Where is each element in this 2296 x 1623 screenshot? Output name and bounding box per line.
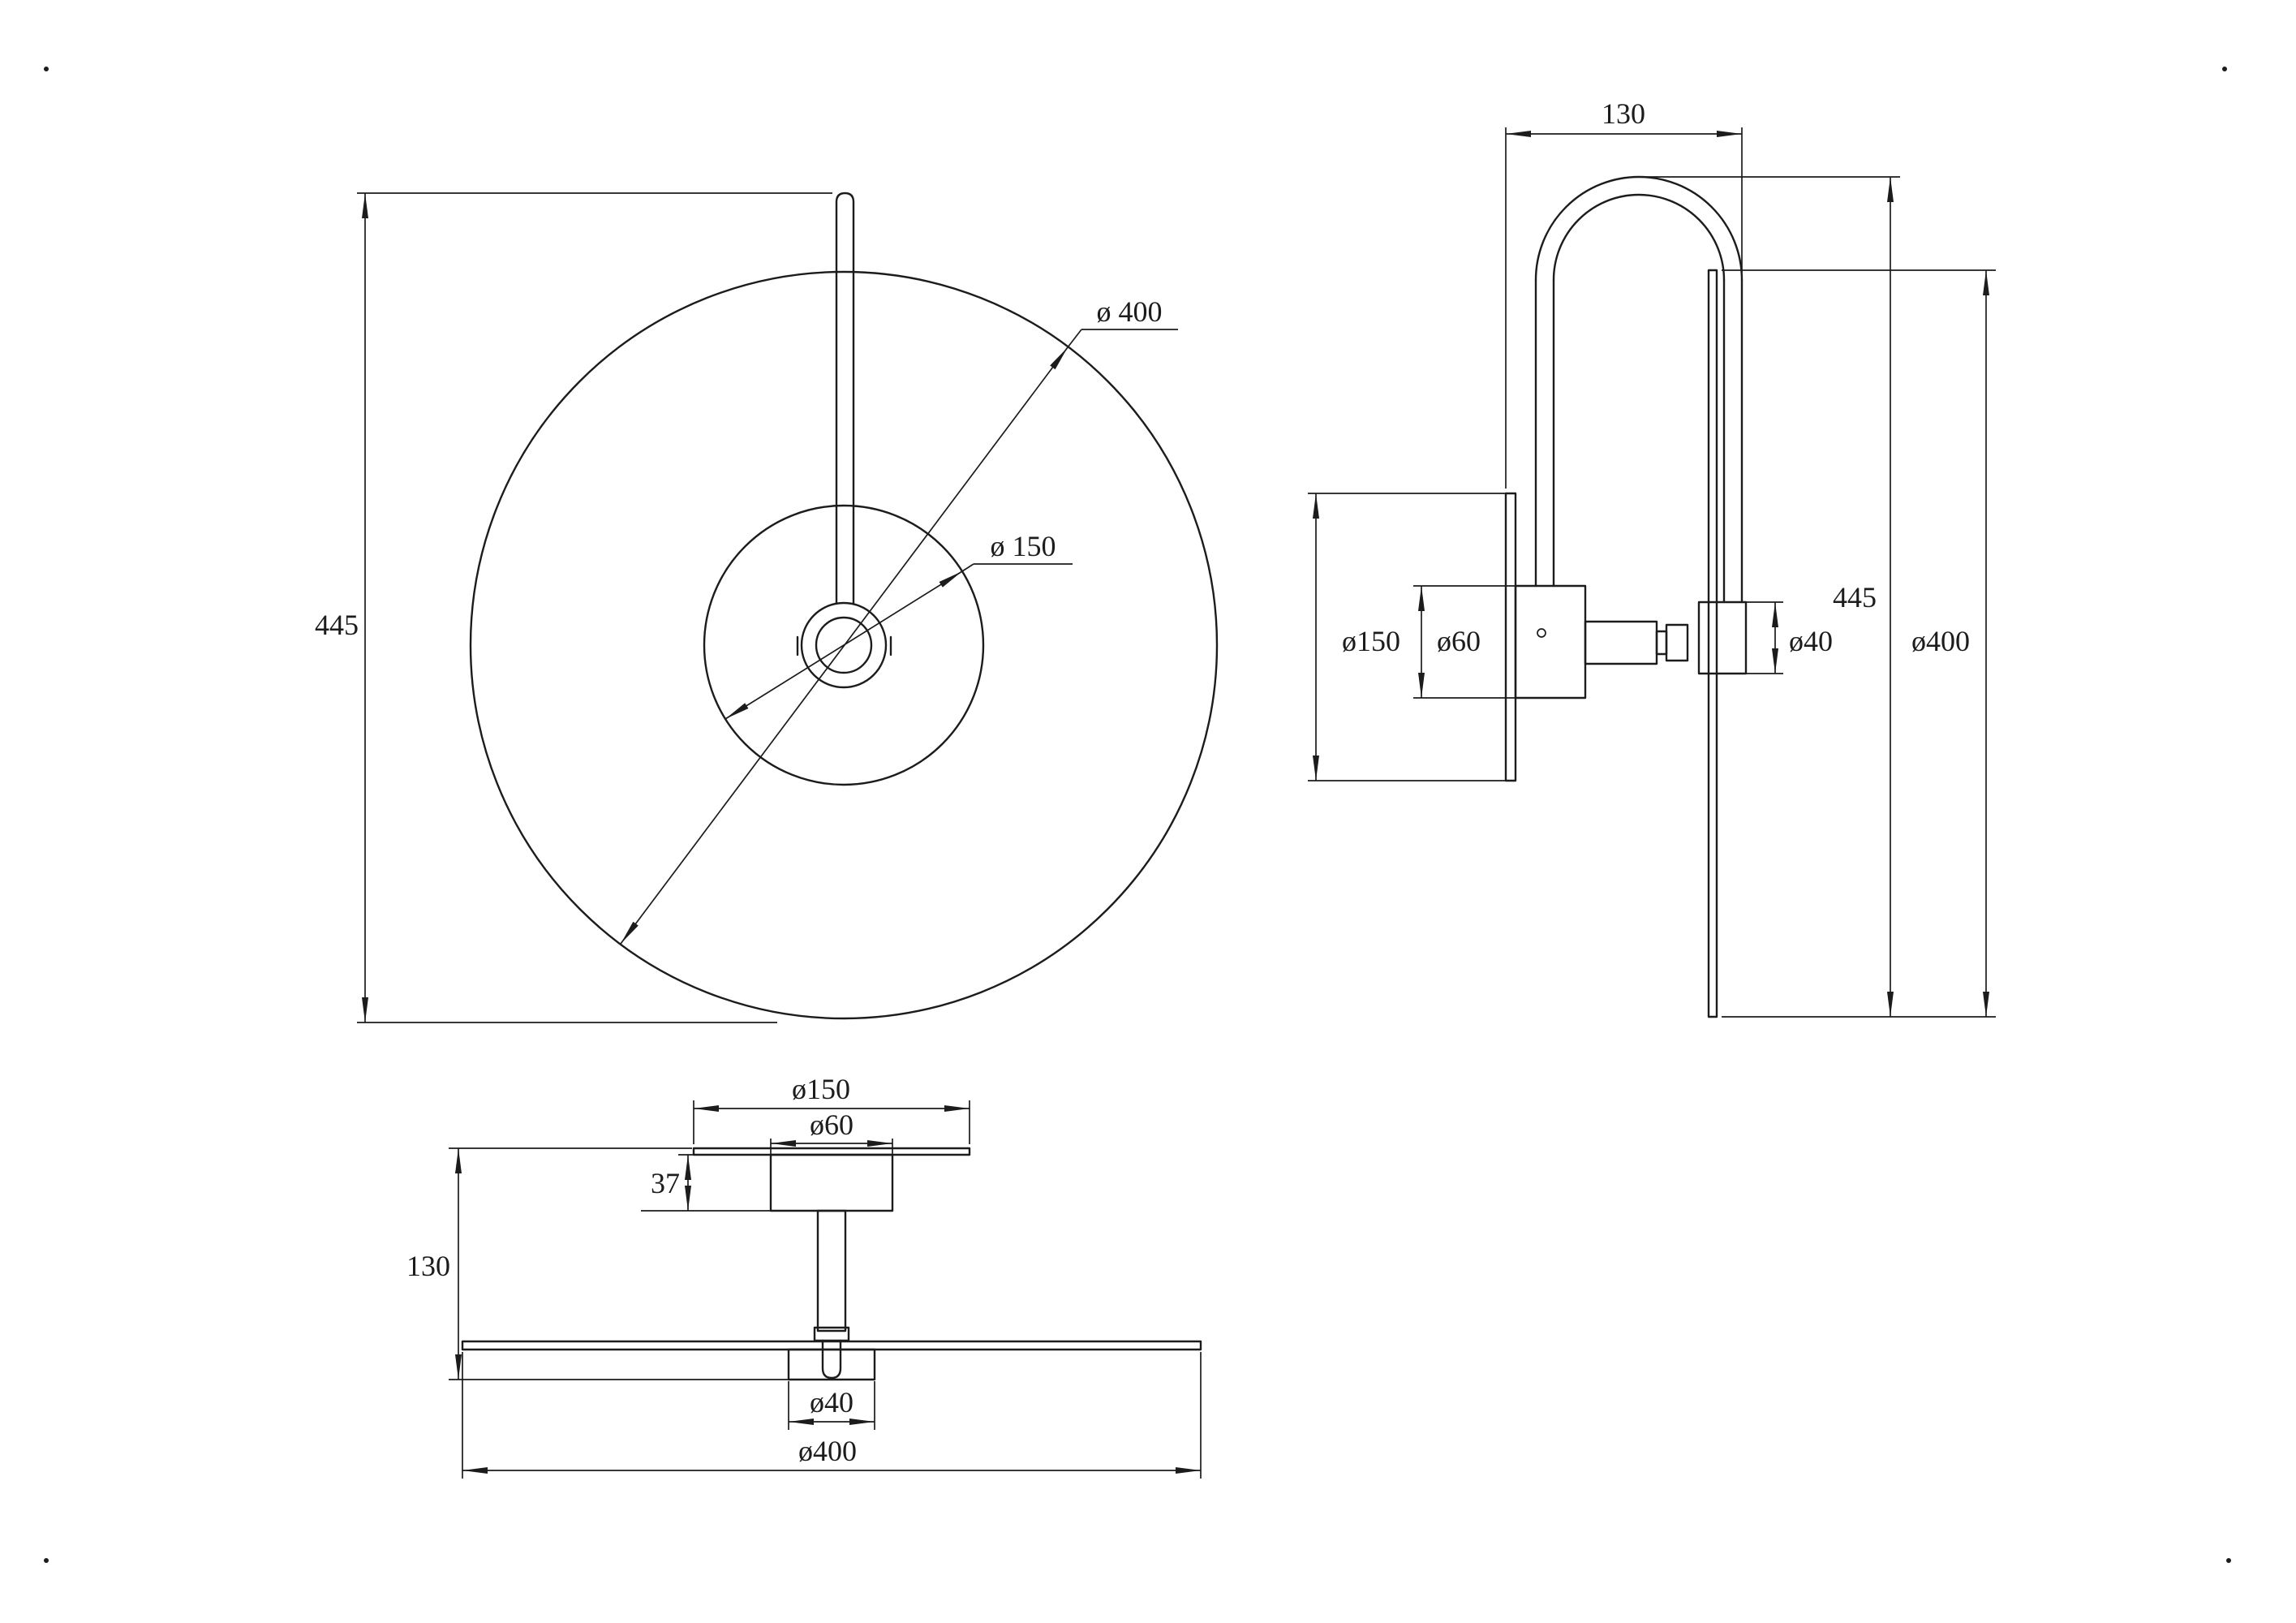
top-dim-stem: ø40: [788, 1381, 875, 1430]
side-dim-height: 445: [1645, 176, 1900, 1017]
dim-label-side-height: 445: [1833, 581, 1877, 613]
top-view: ø150 ø60 37 130 ø40: [406, 1073, 1202, 1479]
side-dim-plate: ø150: [1308, 493, 1509, 781]
front-dim-inner-diameter: ø 150: [724, 530, 1073, 720]
top-dim-hub-depth: 37: [641, 1154, 772, 1212]
side-hub-screw: [1537, 628, 1546, 638]
top-dim-plate: ø150: [693, 1073, 970, 1144]
side-nut: [1665, 623, 1689, 662]
front-disc-outline: [469, 270, 1219, 1020]
side-dim-disc: ø400: [1722, 269, 1996, 1018]
dim-label-side-depth: 130: [1602, 97, 1645, 130]
dim-label-top-disc: ø400: [798, 1435, 857, 1467]
side-disc-edge: [1707, 269, 1718, 1018]
front-view: 445 ø 400 ø 150: [315, 192, 1219, 1023]
side-arm-arc-outer: [1534, 175, 1743, 282]
dim-label-top-stem: ø40: [810, 1386, 853, 1419]
front-stem: [835, 192, 855, 605]
top-stem-cap: [821, 1339, 842, 1380]
dim-label-front-outer: ø 400: [1097, 295, 1163, 328]
dim-label-top-plate: ø150: [792, 1073, 850, 1105]
side-dim-stem: ø40: [1746, 601, 1833, 674]
dim-label-front-inner: ø 150: [991, 530, 1056, 562]
side-view: 130 ø150 ø60 ø40 445: [1308, 97, 1996, 1018]
dim-label-top-hub-depth: 37: [651, 1167, 680, 1199]
registration-marks: [44, 67, 2231, 1563]
top-dim-projection: 130: [406, 1147, 823, 1380]
side-dim-depth: 130: [1505, 97, 1743, 489]
dim-label-side-stem: ø40: [1789, 625, 1833, 657]
dim-label-side-plate: ø150: [1342, 625, 1400, 657]
side-dim-hub: ø60: [1413, 585, 1516, 699]
dim-label-front-height: 445: [315, 609, 359, 641]
top-dim-hub: ø60: [770, 1109, 893, 1155]
dim-label-top-projection: 130: [406, 1250, 450, 1282]
top-stem-flange: [813, 1326, 850, 1342]
dim-label-side-hub: ø60: [1437, 625, 1481, 657]
front-dim-height: 445: [315, 192, 832, 1023]
side-disc-mount-block: [1697, 601, 1748, 675]
top-knurled-stem: [816, 1209, 847, 1332]
dim-label-top-hub: ø60: [810, 1109, 853, 1141]
top-dim-disc: ø400: [462, 1352, 1202, 1479]
side-arm-arc-inner: [1552, 193, 1726, 282]
top-boss: [787, 1348, 876, 1381]
dim-label-side-disc: ø400: [1911, 625, 1970, 657]
